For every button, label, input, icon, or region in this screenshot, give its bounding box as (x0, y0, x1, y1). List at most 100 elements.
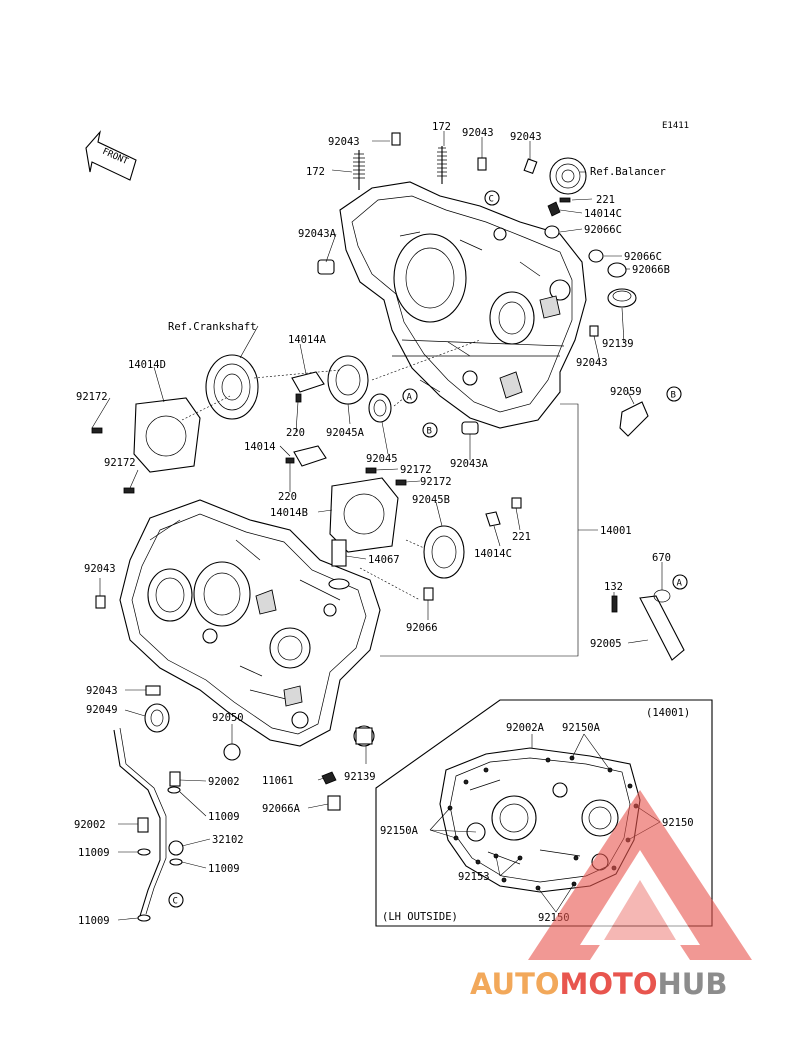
part-label: 92045B (412, 494, 450, 506)
svg-text:B: B (427, 427, 432, 437)
dowel-92043-left (95, 595, 106, 609)
plate-14014c-top (547, 201, 561, 217)
inset-part-label: 92002A (506, 722, 545, 734)
part-label: 172 (432, 121, 451, 133)
part-label: Ref.Balancer (590, 166, 666, 178)
part-label: 92043A (450, 458, 489, 470)
part-label: 14014B (270, 507, 308, 519)
part-label: 92045 (366, 453, 398, 465)
plate-14014a (291, 371, 325, 393)
part-label: 14014D (128, 359, 166, 371)
seal-92045 (368, 393, 392, 423)
inset-part-label: 92150 (662, 817, 694, 829)
collar-92066c-b (588, 249, 604, 263)
dowel-92043a-mid (461, 421, 479, 435)
washer-11009-b (137, 848, 151, 856)
inset-caption: (LH OUTSIDE) (382, 911, 458, 923)
part-label: 92002 (74, 819, 106, 831)
part-label: 92043A (298, 228, 337, 240)
callout-c2: C (168, 892, 184, 908)
part-label: 92139 (602, 338, 634, 350)
watermark-part1: AUTO (470, 967, 560, 1001)
part-label: 92045A (326, 427, 365, 439)
part-label: 11009 (208, 863, 240, 875)
bolt-92002-a (169, 771, 181, 787)
bolt-220-b (285, 457, 295, 464)
bolt-92172-mid-b (395, 479, 407, 486)
upper-crankcase (339, 181, 587, 429)
part-label: 670 (652, 552, 671, 564)
inset-part-label: 92153 (458, 871, 490, 883)
callout-a2: A (672, 574, 688, 590)
watermark-part3: HUB (658, 967, 728, 1001)
svg-text:AUTOMOTOHUB: AUTOMOTOHUB (470, 967, 727, 1001)
part-label: 92172 (104, 457, 136, 469)
part-label: 92066B (632, 264, 670, 276)
dowel-92043-mid (589, 325, 599, 337)
part-label: 92043 (86, 685, 118, 697)
part-label: 92172 (420, 476, 452, 488)
part-label: 14014C (584, 208, 622, 220)
plate-14014d (133, 397, 201, 473)
gasket-11061 (321, 771, 337, 785)
part-label: 14014A (288, 334, 327, 346)
lower-crankcase (119, 499, 381, 747)
part-label: 11009 (208, 811, 240, 823)
part-label: 92043 (576, 357, 608, 369)
callout-b2: B (666, 386, 682, 402)
watermark-part2: MOTO (560, 967, 658, 1001)
part-label: 11009 (78, 847, 110, 859)
inset-part-label: 92150A (380, 825, 419, 837)
bolt-220-a (295, 393, 302, 403)
part-label: 132 (604, 581, 623, 593)
part-label: 14067 (368, 554, 400, 566)
callout-b1: B (422, 422, 438, 438)
part-label: 92043 (84, 563, 116, 575)
part-label: 14001 (600, 525, 632, 537)
seal-92049 (144, 703, 170, 733)
svg-text:C: C (489, 195, 494, 205)
stud-172-left (353, 150, 365, 190)
bolt-221-top (559, 197, 571, 203)
part-label: 92066 (406, 622, 438, 634)
collar-92066b (607, 262, 627, 278)
part-label: 92050 (212, 712, 244, 724)
dowel-92043-top-a (391, 132, 401, 146)
part-label: 92172 (76, 391, 108, 403)
callout-a1: A (402, 388, 418, 404)
svg-text:C: C (173, 897, 178, 907)
part-label: 221 (512, 531, 531, 543)
part-label: 92043 (462, 127, 494, 139)
svg-text:A: A (407, 393, 413, 403)
part-label: 220 (286, 427, 305, 439)
part-label: 221 (596, 194, 615, 206)
bolt-92172-mid-a (365, 467, 377, 474)
callout-c1: C (484, 190, 500, 206)
inset-part-label: 92150A (562, 722, 601, 734)
part-label: 92066C (584, 224, 622, 236)
part-label: 32102 (212, 834, 244, 846)
bearing-92045b (423, 525, 465, 579)
part-label: 172 (306, 166, 325, 178)
svg-text:A: A (677, 579, 683, 589)
part-label: Ref.Crankshaft (168, 321, 257, 333)
svg-text:B: B (671, 391, 676, 401)
part-label: 92139 (344, 771, 376, 783)
plate-14014c-mid (485, 511, 501, 527)
dowel-92043-top-b (477, 157, 487, 171)
part-label: 92066C (624, 251, 662, 263)
bushing-92139-lower (353, 725, 375, 747)
washer-11009-a (167, 786, 181, 794)
plate-14014 (293, 445, 327, 467)
part-labels: 92043 172 92043 92043 172 Ref.Balancer 2… (74, 121, 671, 927)
washer-11009-d (137, 914, 151, 922)
leader-lines (91, 131, 663, 921)
part-label: 11009 (78, 915, 110, 927)
plug-92066a (327, 795, 341, 811)
bolt-221-mid (511, 497, 522, 509)
inset-lh-outside: (14001) 92002A 92150A 92150 92150A 92153… (375, 699, 713, 927)
diagram-code: E1411 (662, 121, 689, 131)
bolt-92002-b (137, 817, 149, 833)
part-label: 14014 (244, 441, 276, 453)
